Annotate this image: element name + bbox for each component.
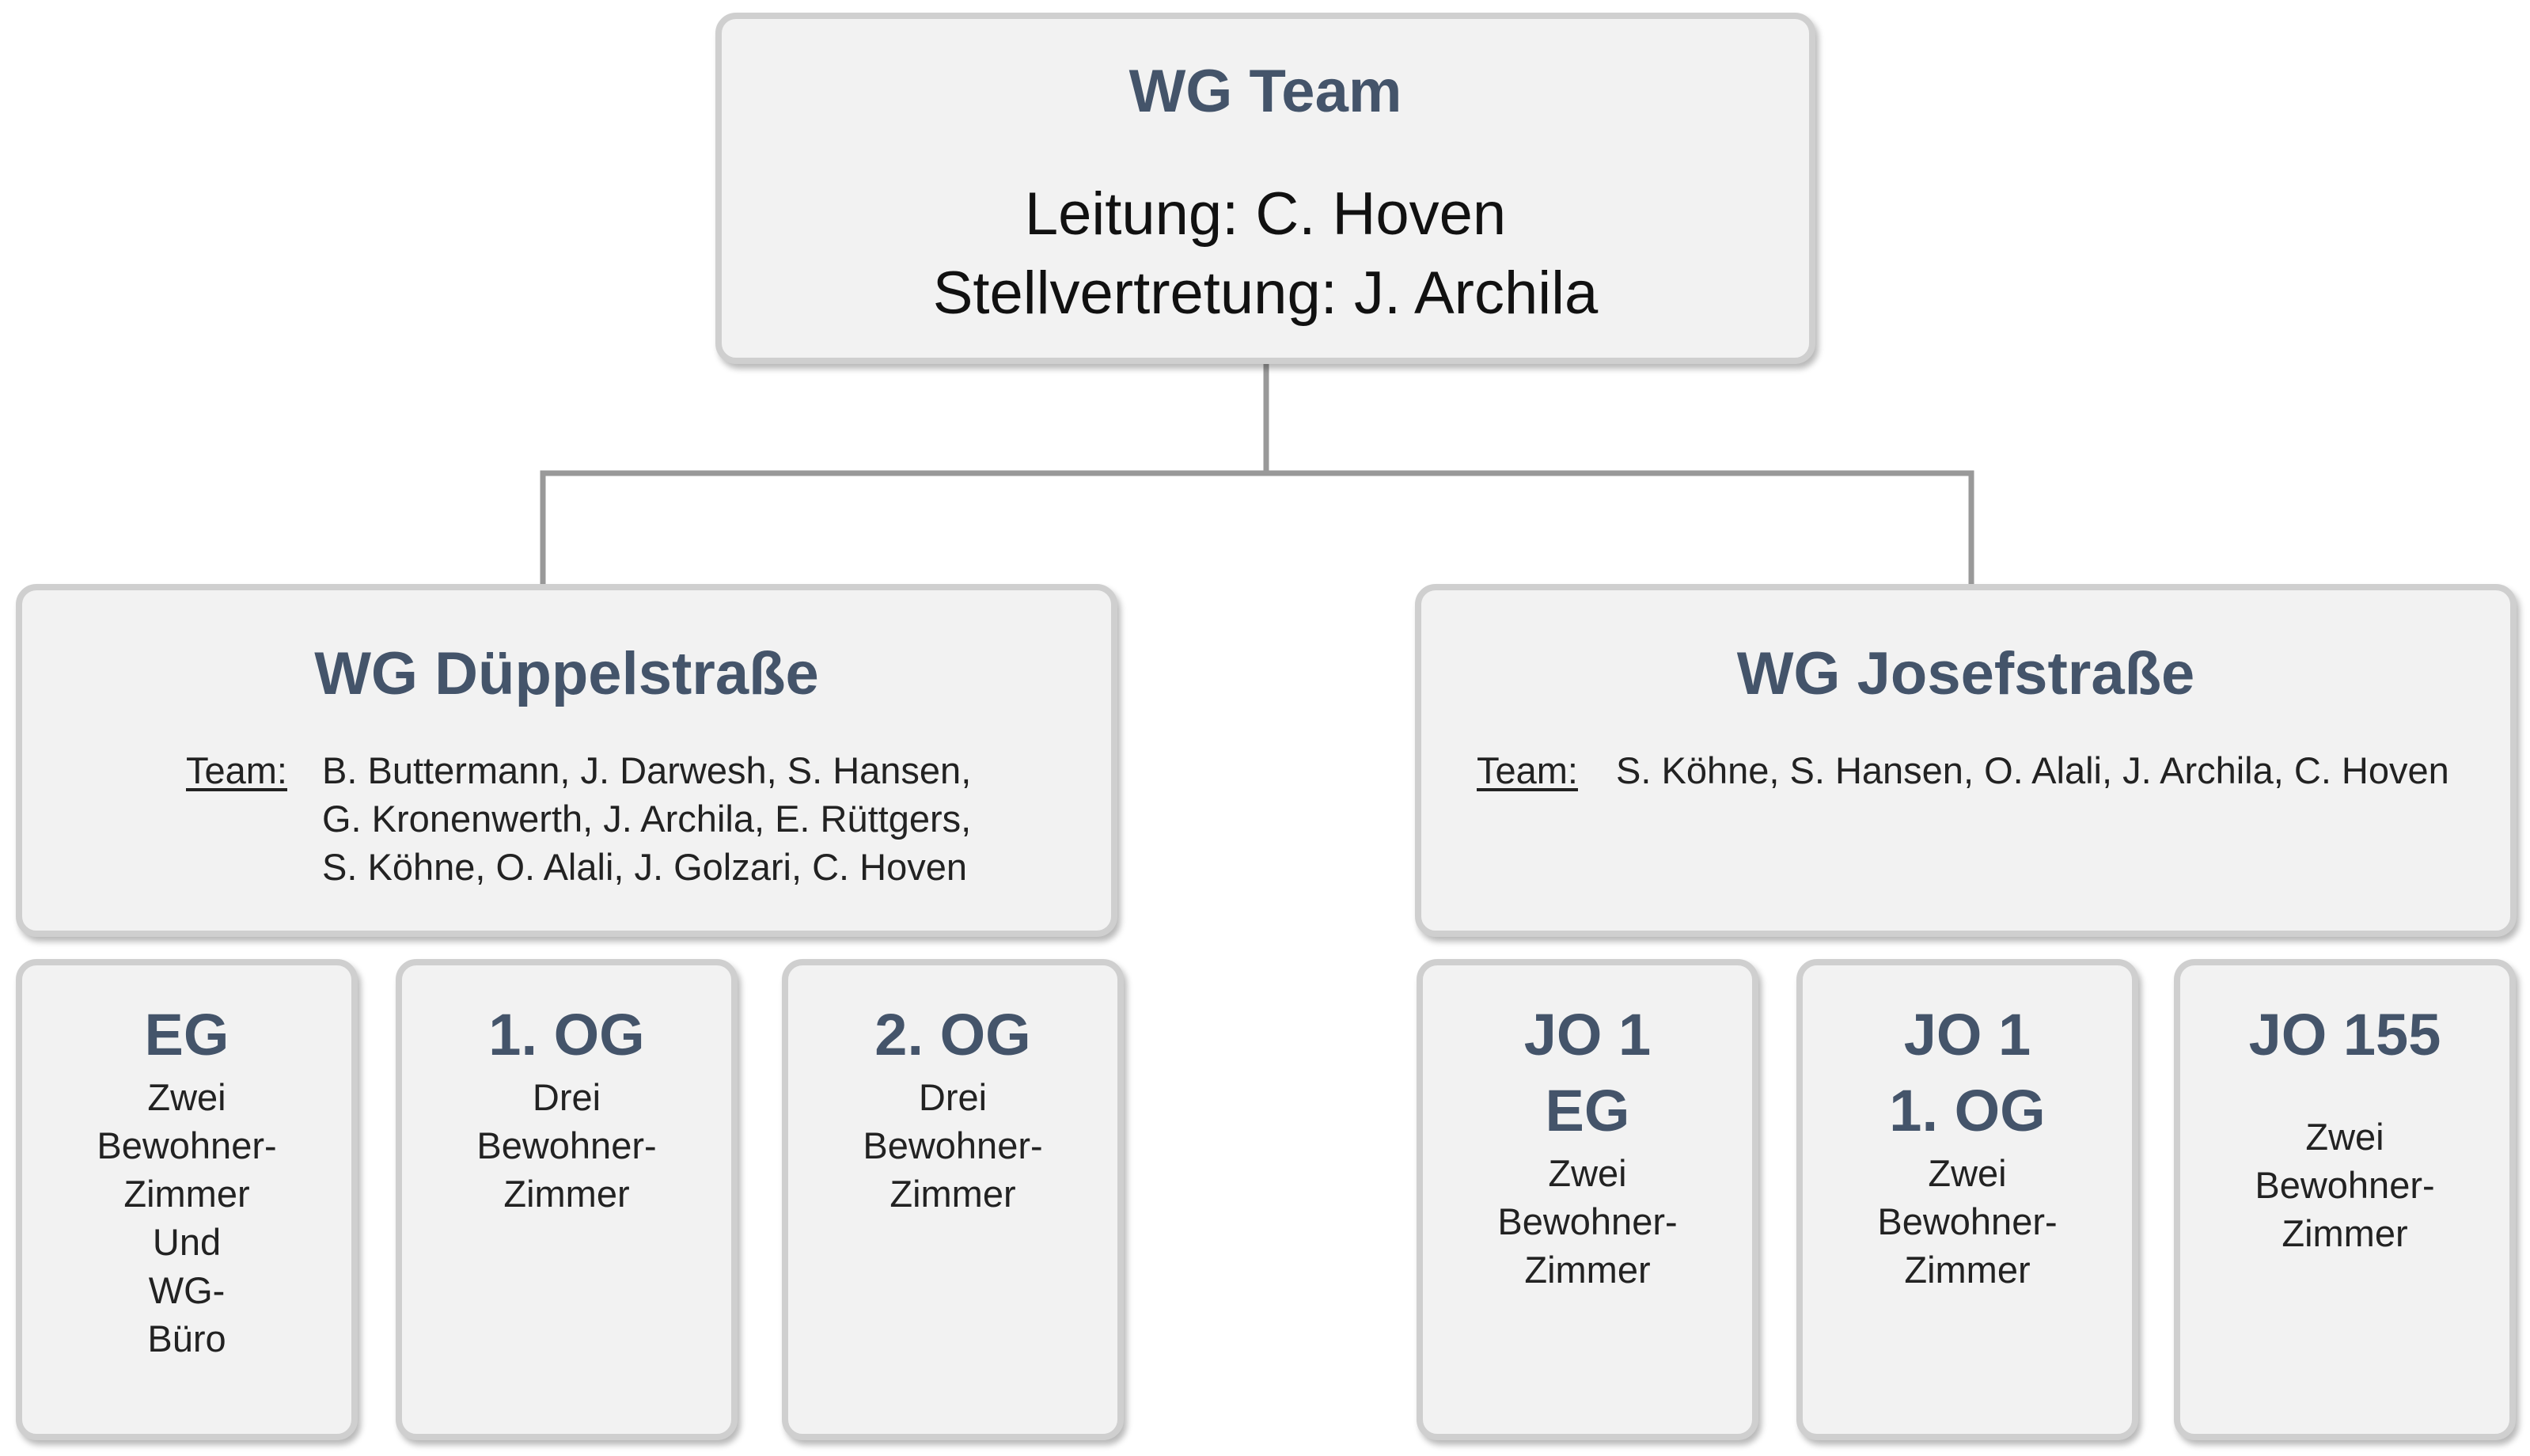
unit-eg-box: EG Zwei Bewohner- Zimmer Und WG- Büro bbox=[16, 959, 358, 1440]
team-members-line: B. Buttermann, J. Darwesh, S. Hansen, bbox=[322, 749, 972, 792]
wg-josefstrasse-box: WG Josefstraße Team: S. Köhne, S. Hansen… bbox=[1415, 584, 2517, 937]
unit-description-line: Zimmer bbox=[2282, 1212, 2408, 1254]
unit-title-line: 1. OG bbox=[488, 1002, 645, 1067]
unit-description-line: Bewohner- bbox=[97, 1124, 277, 1166]
wg-dueppelstrasse-title: WG Düppelstraße bbox=[314, 640, 819, 707]
team-members: B. Buttermann, J. Darwesh, S. Hansen, G.… bbox=[322, 746, 971, 891]
unit-description-line: Bewohner- bbox=[863, 1124, 1043, 1166]
unit-title-line: JO 155 bbox=[2248, 1002, 2441, 1067]
unit-description: Zwei Bewohner- Zimmer bbox=[1803, 1149, 2132, 1294]
unit-description-line: Drei bbox=[532, 1076, 601, 1118]
unit-title-line: JO 1 bbox=[1903, 1002, 2031, 1067]
team-members-line: G. Kronenwerth, J. Archila, E. Rüttgers, bbox=[322, 798, 972, 840]
unit-description-line: Bewohner- bbox=[1877, 1200, 2058, 1242]
wg-team-box: WG Team Leitung: C. Hoven Stellvertretun… bbox=[715, 13, 1815, 364]
team-label: Team: bbox=[186, 749, 287, 792]
unit-title-line: EG bbox=[1545, 1078, 1630, 1143]
unit-description-line: Zimmer bbox=[1524, 1249, 1651, 1291]
unit-jo1-eg-box: JO 1 EG Zwei Bewohner- Zimmer bbox=[1417, 959, 1758, 1440]
wg-josefstrasse-title: WG Josefstraße bbox=[1736, 640, 2195, 707]
unit-title: JO 155 bbox=[2180, 997, 2509, 1073]
unit-title: EG bbox=[22, 997, 351, 1073]
unit-description: Drei Bewohner- Zimmer bbox=[402, 1073, 731, 1218]
unit-description-line: Büro bbox=[147, 1318, 226, 1359]
team-members: S. Köhne, S. Hansen, O. Alali, J. Archil… bbox=[1616, 746, 2449, 794]
unit-title: JO 1 1. OG bbox=[1803, 997, 2132, 1149]
unit-description-line: Bewohner- bbox=[1497, 1200, 1678, 1242]
unit-description-line: Zwei bbox=[1928, 1152, 2007, 1194]
unit-description: Drei Bewohner- Zimmer bbox=[788, 1073, 1117, 1218]
unit-description-line: Zimmer bbox=[503, 1173, 630, 1215]
unit-description: Zwei Bewohner- Zimmer Und WG- Büro bbox=[22, 1073, 351, 1363]
unit-description-line: Zwei bbox=[147, 1076, 226, 1118]
unit-description-line: Drei bbox=[918, 1076, 988, 1118]
unit-description-line: Zimmer bbox=[1904, 1249, 2031, 1291]
unit-title: 1. OG bbox=[402, 997, 731, 1073]
wg-team-title: WG Team bbox=[1128, 58, 1402, 125]
unit-description: Zwei Bewohner- Zimmer bbox=[1423, 1149, 1752, 1294]
unit-jo155-box: JO 155 Zwei Bewohner- Zimmer bbox=[2174, 959, 2516, 1440]
team-label: Team: bbox=[1477, 749, 1578, 792]
team-members-line: S. Köhne, O. Alali, J. Golzari, C. Hoven bbox=[322, 846, 968, 889]
wg-dueppelstrasse-box: WG Düppelstraße Team: B. Buttermann, J. … bbox=[16, 584, 1117, 937]
unit-2og-box: 2. OG Drei Bewohner- Zimmer bbox=[782, 959, 1124, 1440]
leitung-text: Leitung: C. Hoven bbox=[1024, 180, 1507, 248]
unit-title-line: EG bbox=[144, 1002, 229, 1067]
unit-title: JO 1 EG bbox=[1423, 997, 1752, 1149]
unit-title-line: 2. OG bbox=[874, 1002, 1031, 1067]
unit-description-line: WG- bbox=[148, 1269, 226, 1311]
unit-title-line: JO 1 bbox=[1523, 1002, 1652, 1067]
stellvertretung-text: Stellvertretung: J. Archila bbox=[932, 260, 1599, 328]
unit-title: 2. OG bbox=[788, 997, 1117, 1073]
unit-description-line: Zimmer bbox=[889, 1173, 1016, 1215]
unit-title-line: 1. OG bbox=[1889, 1078, 2046, 1143]
team-members-line: S. Köhne, S. Hansen, O. Alali, J. Archil… bbox=[1616, 749, 2449, 792]
unit-description-line: Zimmer bbox=[123, 1173, 250, 1215]
unit-1og-box: 1. OG Drei Bewohner- Zimmer bbox=[396, 959, 738, 1440]
unit-description-line: Zwei bbox=[1548, 1152, 1627, 1194]
unit-description-line: Und bbox=[152, 1221, 222, 1263]
unit-description-line: Bewohner- bbox=[476, 1124, 657, 1166]
unit-jo1-1og-box: JO 1 1. OG Zwei Bewohner- Zimmer bbox=[1796, 959, 2138, 1440]
unit-description-line: Bewohner- bbox=[2255, 1164, 2435, 1206]
unit-description-line: Zwei bbox=[2305, 1116, 2384, 1158]
unit-description: Zwei Bewohner- Zimmer bbox=[2180, 1113, 2509, 1257]
